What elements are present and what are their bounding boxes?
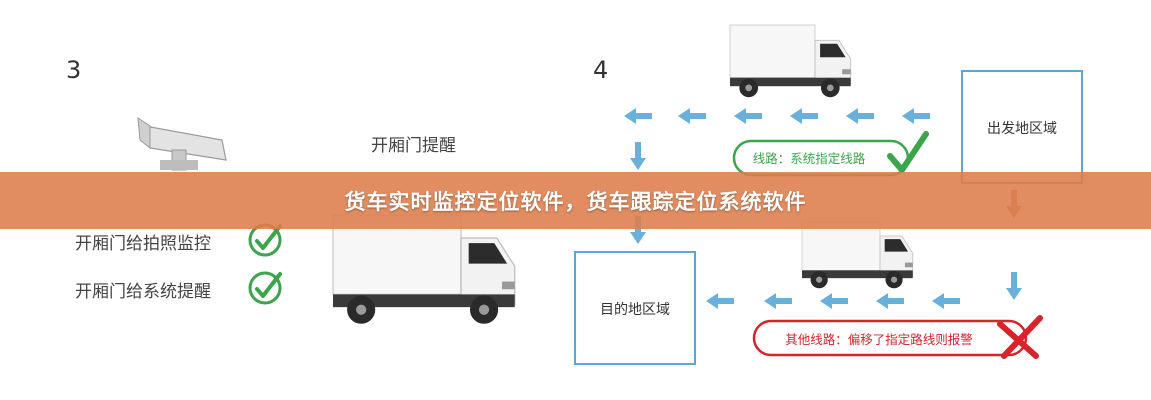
- route-bad-label: 其他线路：偏移了指定路线则报警: [785, 332, 973, 347]
- route-arrows-bottom: [706, 293, 960, 309]
- check-icon: [887, 131, 929, 173]
- door-alert-label: 开厢门提醒: [371, 136, 456, 156]
- system-alert-label: 开厢门给系统提醒: [75, 282, 211, 302]
- step-number-4: 4: [593, 56, 609, 84]
- truck-bottom-icon: [801, 221, 914, 289]
- check-icon: [248, 271, 282, 305]
- security-camera-icon: [137, 117, 227, 171]
- banner-title: 货车实时监控定位软件，货车跟踪定位系统软件: [344, 189, 807, 214]
- destination-area-label: 目的地区域: [600, 302, 670, 318]
- truck-top-icon: [729, 24, 852, 98]
- title-banner: 货车实时监控定位软件，货车跟踪定位系统软件: [0, 172, 1151, 229]
- origin-area-box: [961, 70, 1083, 184]
- step-number-3: 3: [66, 56, 82, 84]
- route-ok-label: 线路：系统指定线路: [752, 151, 866, 166]
- photo-monitor-label: 开厢门给拍照监控: [75, 234, 211, 254]
- cross-icon: [997, 315, 1043, 359]
- truck-left-icon: [332, 214, 516, 325]
- route-arrows-top: [624, 108, 930, 124]
- origin-area-label: 出发地区域: [987, 121, 1057, 137]
- check-icon: [248, 223, 282, 257]
- route-bad-pill: [752, 319, 1028, 357]
- destination-area-box: [574, 251, 696, 365]
